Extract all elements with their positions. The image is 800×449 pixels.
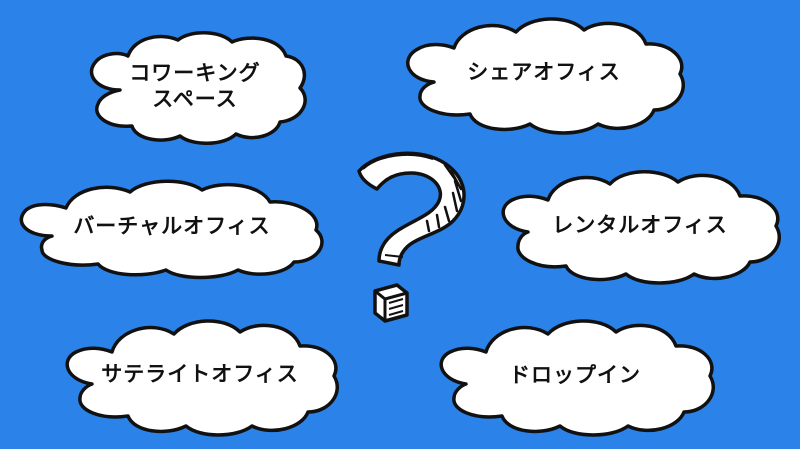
cloud-drop-in: ドロップイン [432,314,718,438]
cloud-label: コワーキング スペース [129,61,261,111]
cloud-shape [406,17,686,135]
cloud-label: ドロップイン [509,363,641,388]
cloud-label: レンタルオフィス [552,213,728,238]
question-mark-icon [345,145,490,330]
cloud-shape [19,179,324,280]
cloud-shape [439,319,716,437]
cloud-share-office: シェアオフィス [398,10,690,136]
cloud-coworking-space: コワーキング スペース [80,28,310,146]
cloud-label: バーチャルオフィス [73,214,271,239]
cloud-label: サテライトオフィス [101,362,299,387]
cloud-satellite-office: サテライトオフィス [58,312,342,438]
cloud-shape [501,170,782,285]
cloud-virtual-office: バーチャルオフィス [12,176,332,280]
cloud-shape [65,319,340,437]
cloud-rental-office: レンタルオフィス [494,166,786,286]
cloud-shape [89,31,307,145]
cloud-label: シェアオフィス [467,60,621,85]
